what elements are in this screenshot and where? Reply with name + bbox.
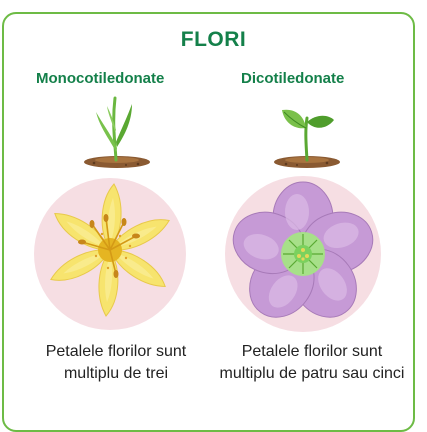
dicot-heading: Dicotiledonate — [241, 70, 344, 87]
five-petal-flower-icon — [223, 174, 383, 334]
seedling-sprout-icon — [272, 92, 342, 170]
page-title: FLORI — [0, 28, 427, 52]
dicot-caption-line2: multiplu de patru sau cinci — [199, 363, 425, 385]
monocot-caption-line2: multiplu de trei — [22, 363, 210, 385]
monocot-heading: Monocotiledonate — [36, 70, 164, 87]
dicot-caption: Petalele florilor sunt multiplu de patru… — [199, 341, 425, 385]
dicot-caption-line1: Petalele florilor sunt — [199, 341, 425, 363]
monocot-caption-line1: Petalele florilor sunt — [22, 341, 210, 363]
monocot-caption: Petalele florilor sunt multiplu de trei — [22, 341, 210, 385]
lily-flower-icon — [32, 176, 188, 332]
grass-sprout-icon — [82, 92, 152, 170]
